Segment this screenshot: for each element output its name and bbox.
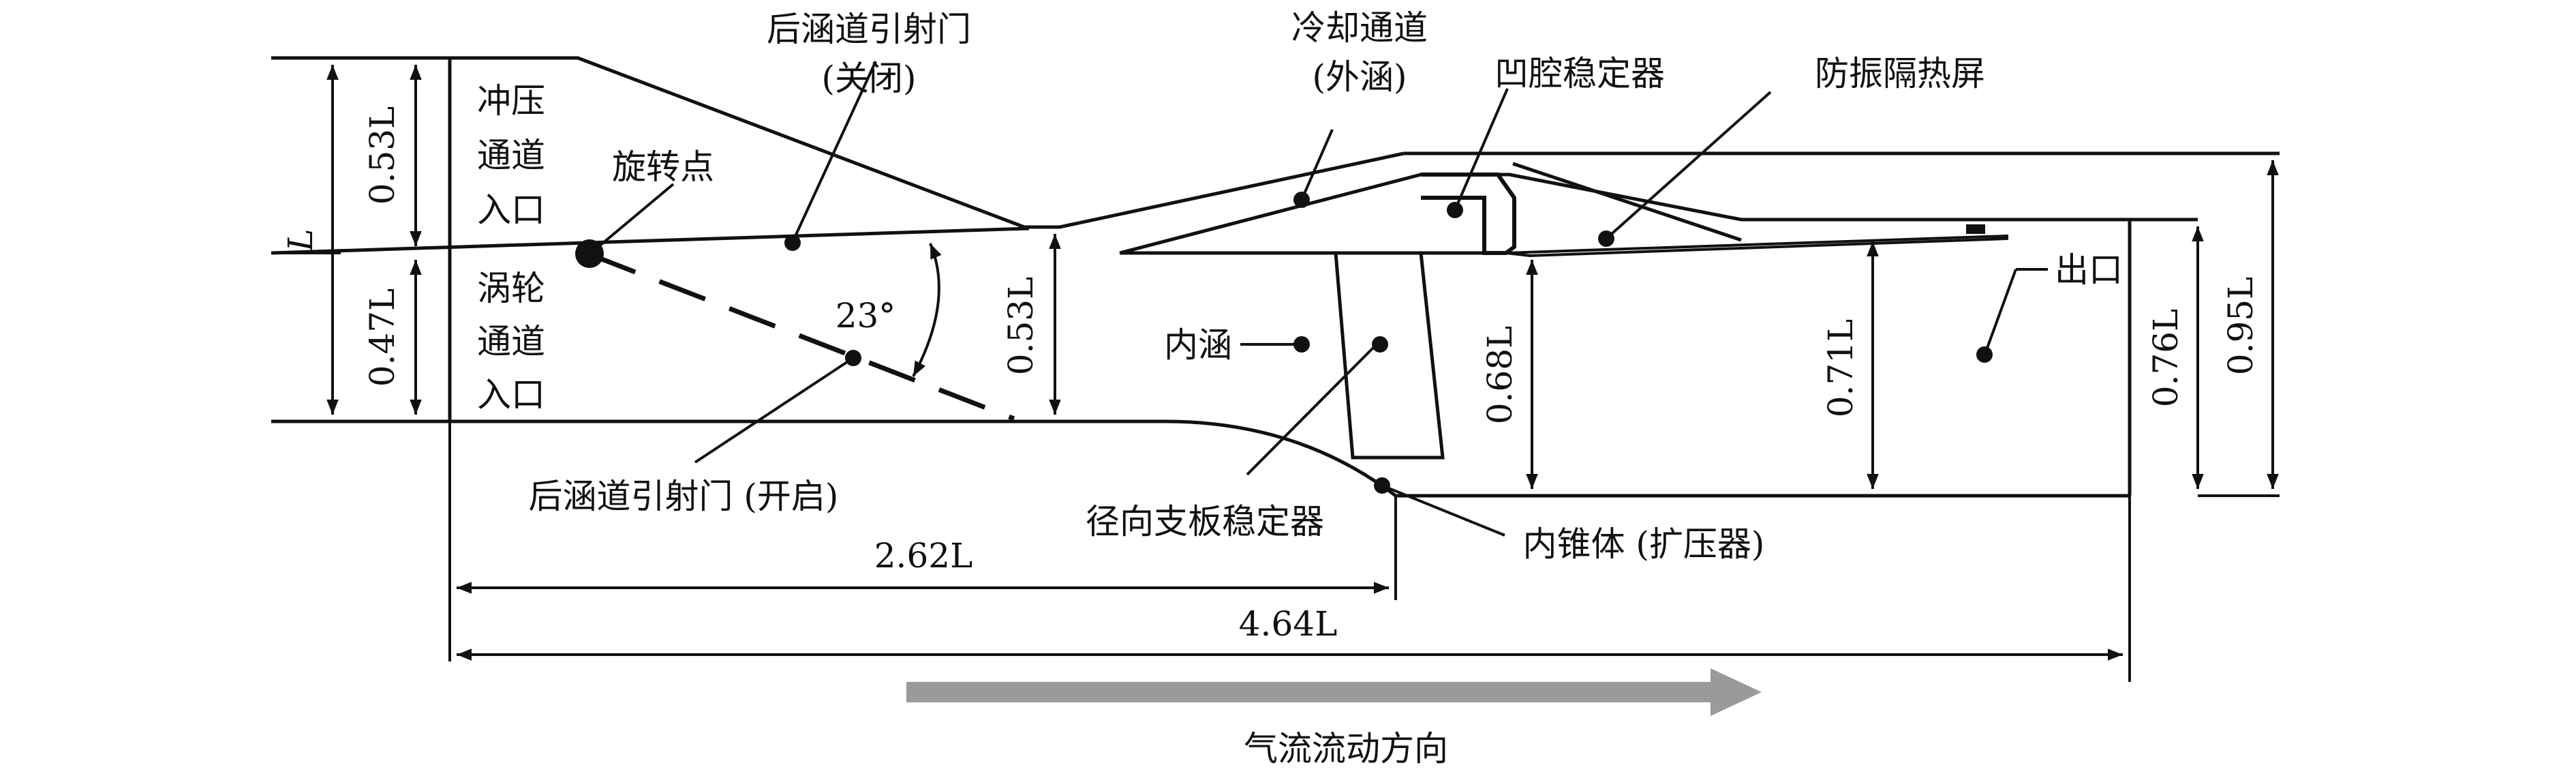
dim-length-to-cone: 2.62L: [874, 536, 973, 576]
dim-exit-height: 0.76L: [2146, 309, 2186, 408]
labels: 后涵道引射门 (关闭) 冷却通道 (外涵) 凹腔稳定器 防振隔热屏 冲压 通道 …: [281, 8, 2260, 768]
exit-tab: [1966, 224, 1985, 234]
marker-dots: [575, 192, 1993, 494]
dim-throat-height: 0.53L: [1001, 277, 1041, 376]
liner-outer: [1119, 173, 2198, 255]
label-radial-stabilizer: 径向支板稳定器: [1086, 502, 1324, 541]
dim-ram-height: 0.53L: [363, 106, 402, 205]
label-turbine-2: 通道: [477, 322, 545, 361]
label-pivot: 旋转点: [612, 147, 714, 187]
flow-direction-arrow: [906, 668, 1762, 716]
label-heat-shield: 防振隔热屏: [1815, 54, 1985, 93]
duct-structure: [271, 56, 2280, 498]
label-inner-cone: 内锥体 (扩压器): [1523, 524, 1765, 564]
dim-total-height: L: [281, 228, 320, 252]
label-exit: 出口: [2055, 250, 2123, 290]
cavity-stabilizer-shape: [1421, 173, 1516, 255]
label-turbine-3: 入口: [477, 375, 545, 415]
dim-combustor-height: 0.68L: [1480, 326, 1520, 425]
label-angle: 23°: [835, 296, 896, 335]
dim-outer-height: 0.95L: [2221, 277, 2260, 376]
label-turbine-1: 涡轮: [477, 269, 545, 308]
label-cooling-2: (外涵): [1312, 57, 1407, 97]
label-ram-3: 入口: [477, 190, 545, 230]
label-ram-2: 通道: [477, 136, 545, 175]
pivot-point: [575, 239, 604, 268]
dim-total-length: 4.64L: [1239, 604, 1338, 644]
radial-strut: [1334, 251, 1445, 460]
heat-shield-line: [1512, 162, 1742, 242]
splitter-plate: [271, 226, 1030, 255]
dim-mid-height: 0.71L: [1821, 319, 1860, 418]
dimension-lines: [271, 57, 2280, 682]
angle-arc: [912, 243, 942, 377]
label-rear-door-closed-2: (关闭): [821, 59, 916, 98]
label-cooling-1: 冷却通道: [1291, 8, 1428, 48]
label-inner-bypass: 内涵: [1164, 325, 1232, 365]
label-cavity-stabilizer: 凹腔稳定器: [1494, 54, 1665, 93]
leader-lines: [597, 61, 2048, 537]
label-rear-door-open: 后涵道引射门 (开启): [529, 477, 839, 516]
heat-shield-plate: [1505, 234, 2008, 258]
dim-turbine-height: 0.47L: [363, 288, 402, 387]
label-rear-door-closed-1: 后涵道引射门: [767, 10, 971, 49]
label-flow-direction: 气流流动方向: [1244, 729, 1448, 768]
label-ram-1: 冲压: [477, 81, 545, 121]
bypass-door-open: [588, 252, 1015, 421]
